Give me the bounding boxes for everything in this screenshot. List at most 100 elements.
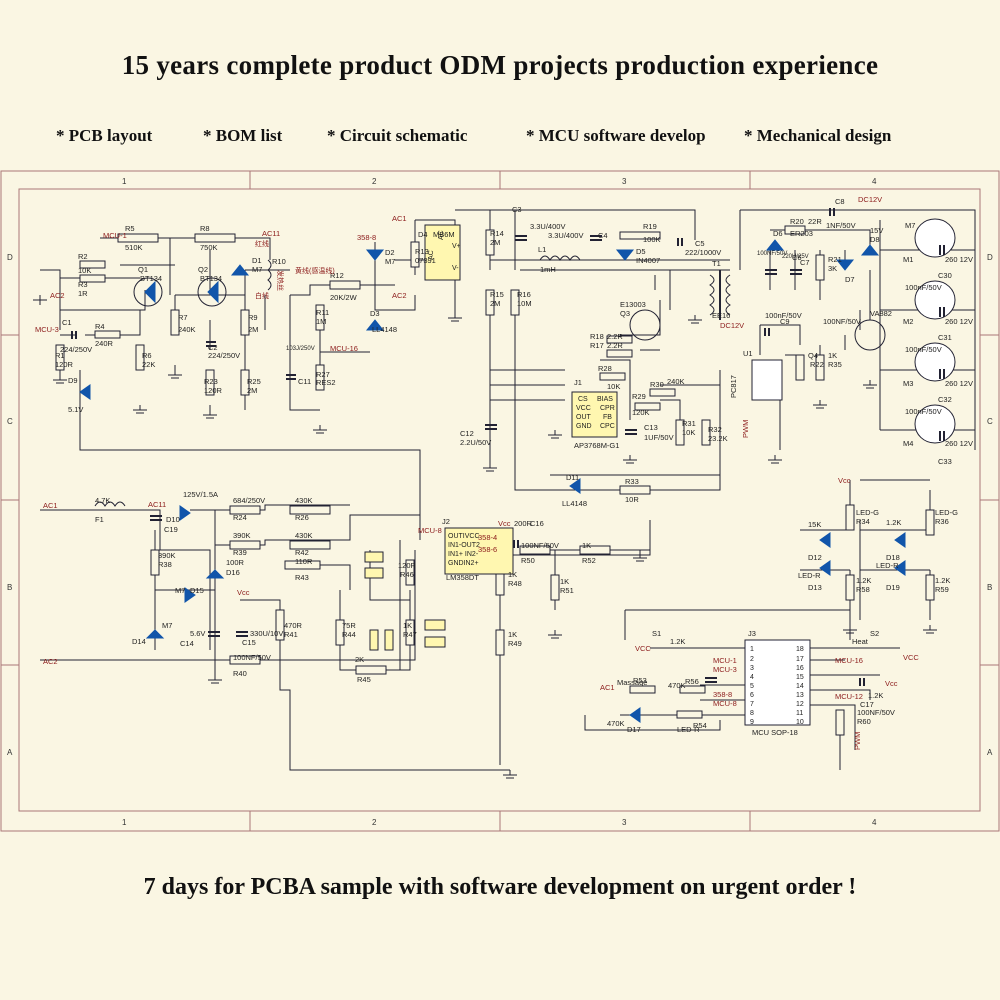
connector-pad [369, 629, 379, 651]
pin-label: V- [452, 265, 459, 272]
pin-label: OUT [576, 414, 592, 421]
j3-pin: 9 [750, 719, 754, 726]
j3-pin: 18 [796, 646, 804, 653]
bridge-chip [424, 224, 461, 281]
label-c15-value: C15 [242, 638, 256, 647]
net-ac11: AC11 [262, 229, 280, 238]
label-j2: J2 [442, 517, 450, 526]
pin-label: V+ [452, 243, 461, 250]
label-m3: 100nF/50V [905, 345, 942, 354]
connector-pad [364, 567, 384, 579]
label-r52-value: R52 [582, 556, 596, 565]
label-white-wire: 白线 [255, 291, 269, 300]
feature-bom-list: * BOM list [203, 126, 283, 145]
label-c13-value: 1UF/50V [644, 433, 674, 442]
label-d8: 15V [870, 226, 883, 235]
label-c15: 330U/10V [250, 629, 283, 638]
label-r14-value: 2M [490, 238, 500, 247]
label-r5-value: 510K [125, 243, 143, 252]
pin-label: CPC [600, 423, 615, 430]
label-r54-value: R54 [693, 721, 707, 730]
column-label: 1 [122, 818, 127, 827]
row-label: A [987, 748, 993, 757]
label-r23: R23 [204, 377, 218, 386]
label-c4-value: 3.3U/400V [548, 231, 583, 240]
j3-pin: 17 [796, 656, 804, 663]
label-u1-part: PC817 [729, 375, 738, 398]
label-d5-part: IN4007 [636, 256, 660, 265]
pin-label: IN1-OUT2 [448, 542, 480, 549]
label-r14: R14 [490, 229, 504, 238]
label-d4: D4 [418, 230, 428, 239]
net-mcu-8-j3: MCU-8 [713, 699, 737, 708]
label-r46: 120R [398, 561, 417, 570]
net-358-6: 358-6 [478, 545, 497, 554]
label-c2: C2 [208, 343, 218, 352]
label-r11: R11 [316, 308, 329, 317]
net-ac1: AC1 [392, 214, 407, 223]
label-r5: R5 [125, 224, 135, 233]
connector-pad [424, 636, 446, 648]
label-r58: 1.2K [856, 576, 871, 585]
label-c6-value: 100NF/50V [757, 251, 787, 257]
label-f1-value: F1 [95, 515, 104, 524]
net-vcc-j2: Vcc [498, 519, 511, 528]
label-r41: 470R [284, 621, 303, 630]
grounds [33, 295, 937, 779]
label-s1-name: S1 [652, 629, 661, 638]
label-d18: 1.2K [886, 518, 901, 527]
label-r49-value: R49 [508, 639, 522, 648]
j3-pin: 7 [750, 701, 754, 708]
net-mcu-3-j3: MCU-3 [713, 665, 737, 674]
net-mcu-16-j3: MCU-16 [835, 656, 863, 665]
label-c12-value: 2.2U/50V [460, 438, 491, 447]
label-d1: D1 [252, 256, 262, 265]
label-d9: D9 [68, 376, 78, 385]
label-d9-value: 5.1V [68, 405, 83, 414]
label-c31-value: C31 [938, 333, 952, 342]
row-label: D [7, 253, 13, 262]
label-c16: 200R [514, 519, 533, 528]
label-f1: 4.7K [95, 496, 110, 505]
j3-pin: 6 [750, 692, 754, 699]
net-pwm-r60: PWM [853, 732, 862, 750]
label-r54: LED-R [677, 725, 700, 734]
diodes [79, 239, 906, 723]
label-r32-value: 23.2K [708, 434, 728, 443]
pin-label: OUTIVCC [448, 533, 480, 540]
label-r17: R17 [590, 341, 604, 350]
label-c7: C7 [800, 258, 810, 267]
label-r44: 75R [342, 621, 356, 630]
label-d12: 15K [808, 520, 821, 529]
net-dc12v: DC12V [858, 195, 882, 204]
label-s1: 1.2K [670, 637, 685, 646]
label-r52: 1K [582, 541, 591, 550]
footer-tagline: 7 days for PCBA sample with software dev… [143, 874, 857, 900]
net-ac1-j3: AC1 [600, 683, 615, 692]
net-pwm: PWM [741, 420, 750, 438]
net-mcu-8: MCU-8 [418, 526, 442, 535]
j3-chip [744, 639, 811, 726]
label-c19-value: C19 [164, 525, 178, 534]
net-vcc-heat: VCC [635, 644, 651, 653]
label-d15: M7 [175, 586, 185, 595]
label-c16-value: C16 [530, 519, 544, 528]
label-c30: 260 12V [945, 255, 973, 264]
label-r49: 1K [508, 630, 517, 639]
label-c17: 1.2K [868, 691, 883, 700]
pin-label: VCC [576, 405, 591, 412]
label-r23-value: 120R [204, 386, 223, 395]
label-r50: 100NF/50V [521, 541, 559, 550]
label-r9-value: 2M [248, 325, 258, 334]
label-m1-value: M1 [903, 255, 913, 264]
label-d2-part: M7 [385, 257, 395, 266]
label-r48: 1K [508, 570, 517, 579]
column-label: 2 [372, 177, 377, 186]
label-r29-value: 120K [632, 408, 650, 417]
label-r50-value: R50 [521, 556, 535, 565]
label-r8: R8 [200, 224, 210, 233]
label-r24-value: R24 [233, 513, 247, 522]
label-r42: 430K [295, 531, 313, 540]
label-r43: 110R [295, 557, 313, 566]
label-c3-value: 3.3U/400V [530, 222, 565, 231]
